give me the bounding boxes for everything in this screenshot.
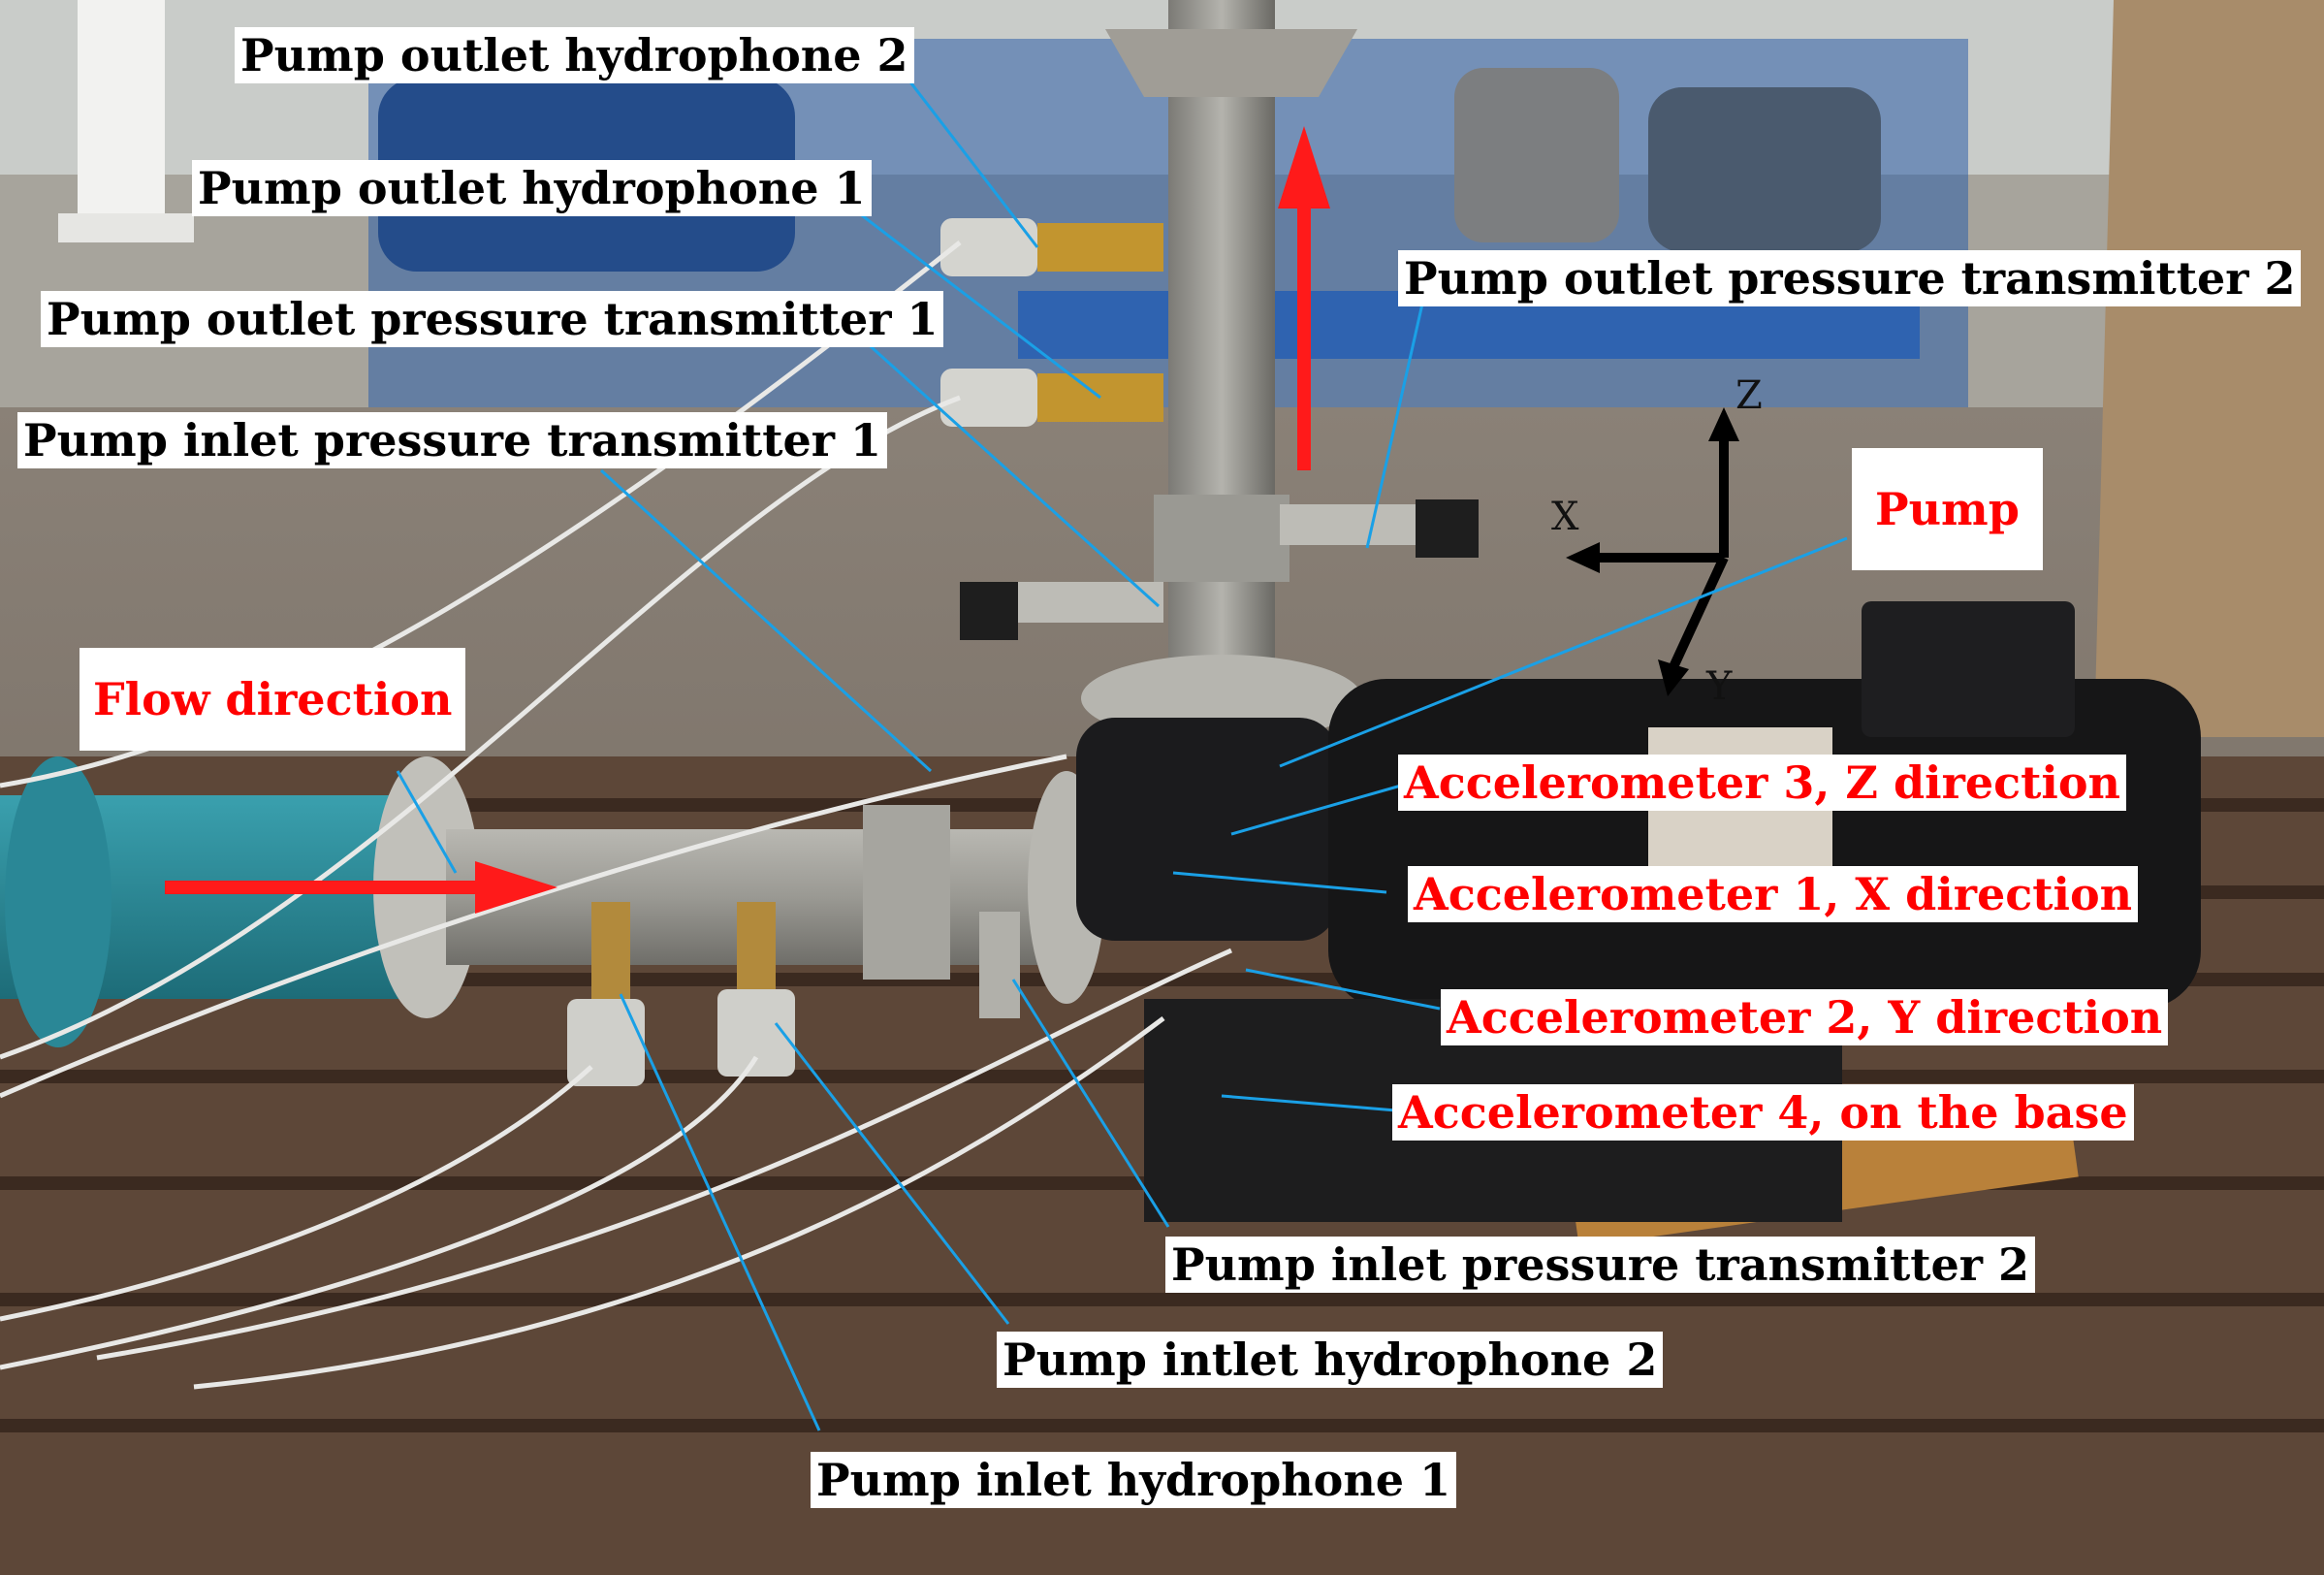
label-outlet-hydrophone-2: Pump outlet hydrophone 2 [235,27,914,83]
label-accelerometer-4: Accelerometer 4, on the base [1392,1084,2134,1141]
outlet-pressure-1-head [960,582,1018,640]
motor-junction-box [1862,601,2075,737]
label-pump: Pump [1852,448,2043,570]
outlet-hydrophone-1-body [940,369,1037,427]
outlet-hydrophone-2-body [940,218,1037,276]
flow-arrow-vertical [1278,126,1330,470]
axis-label-y: Y [1706,664,1733,709]
label-inlet-pressure-transmitter-2: Pump inlet pressure transmitter 2 [1165,1237,2036,1293]
label-accelerometer-1: Accelerometer 1, X direction [1408,866,2139,922]
white-post-base [58,213,194,242]
label-outlet-pressure-transmitter-1: Pump outlet pressure transmitter 1 [41,291,944,347]
label-accelerometer-3: Accelerometer 3, Z direction [1398,755,2126,811]
white-post [78,0,165,233]
outlet-pressure-2-sensor [1280,504,1416,545]
blue-inlet-flange [5,756,111,1047]
label-inlet-hydrophone-1: Pump inlet hydrophone 1 [811,1452,1457,1508]
outlet-pipe [1168,0,1275,698]
rusty-structure [2094,0,2324,737]
background-motor-right [1648,87,1881,252]
inlet-pressure-2-sensor [979,912,1020,1018]
outlet-top-flange [1105,29,1357,97]
outlet-pressure-2-head [1416,499,1479,558]
background-motor-mid [1454,68,1619,242]
outlet-mid-coupling [1154,495,1289,582]
pump-volute [1076,718,1338,941]
inlet-tee [863,805,950,980]
outlet-hydrophone-2-valve [1037,223,1163,272]
inlet-hydrophone-2-body [717,989,795,1077]
leader-lines [396,57,1848,1431]
axis-label-x: X [1551,495,1579,539]
coordinate-axes [1566,407,1739,696]
axis-label-z: Z [1735,373,1763,418]
label-outlet-pressure-transmitter-2: Pump outlet pressure transmitter 2 [1398,250,2302,306]
label-accelerometer-2: Accelerometer 2, Y direction [1441,989,2169,1045]
label-inlet-hydrophone-2: Pump intlet hydrophone 2 [997,1332,1664,1388]
inlet-hydrophone-1-body [567,999,645,1086]
label-inlet-pressure-transmitter-1: Pump inlet pressure transmitter 1 [17,412,888,468]
outlet-pressure-1-sensor [1018,582,1163,623]
label-flow-direction: Flow direction [80,648,466,751]
label-outlet-hydrophone-1: Pump outlet hydrophone 1 [192,160,872,216]
flow-arrow-horizontal [165,861,557,914]
